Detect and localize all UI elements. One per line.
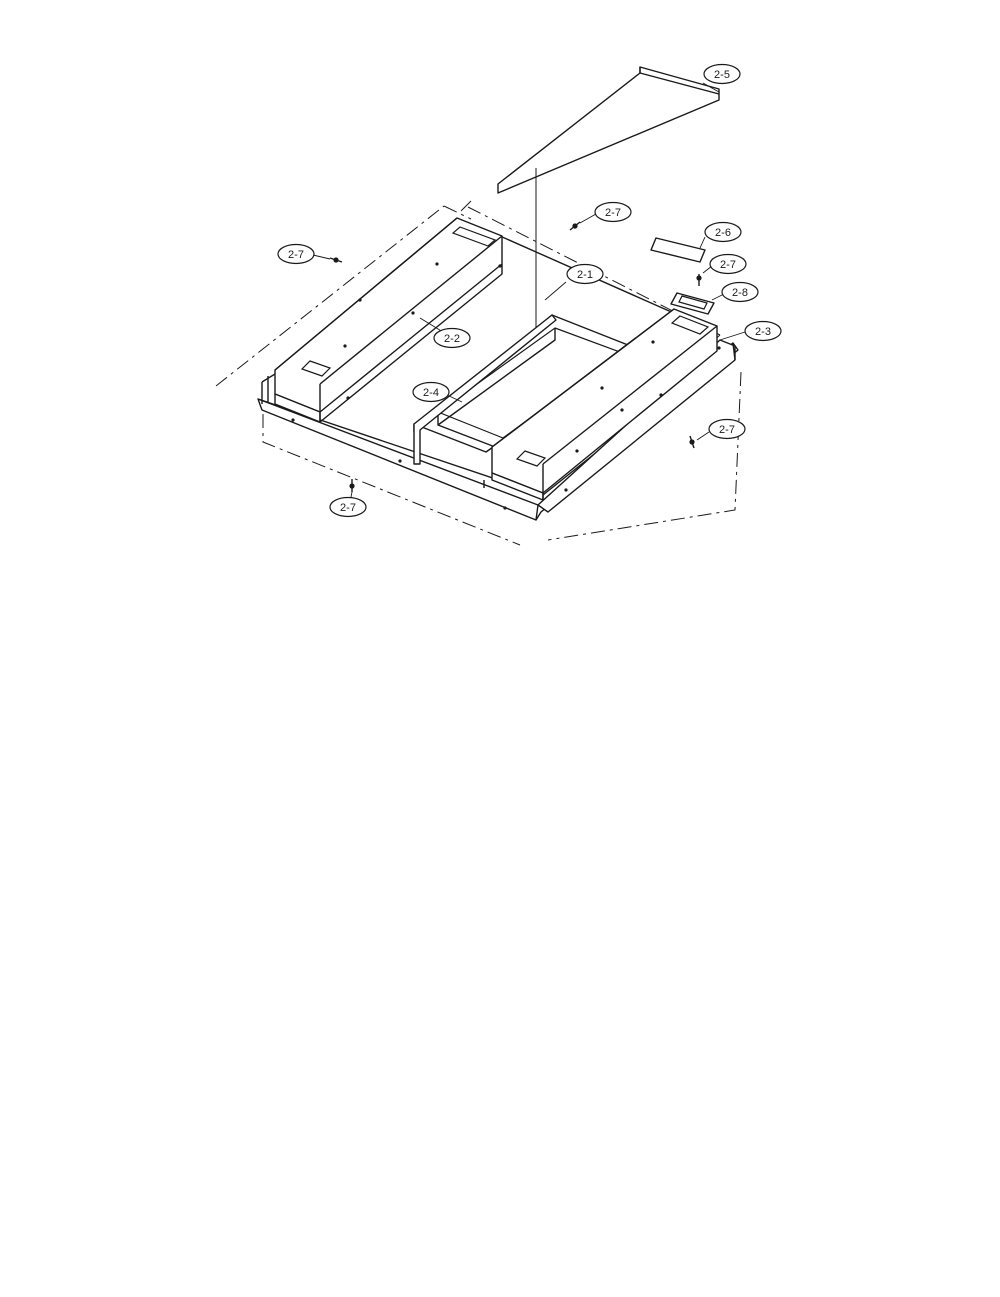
screw-icon xyxy=(349,479,355,492)
callout-label: 2-6 xyxy=(715,227,731,239)
callout-2-7: 2-7 xyxy=(594,201,632,223)
callout-2-3: 2-3 xyxy=(744,320,782,342)
callout-label: 2-4 xyxy=(423,387,439,399)
callout-2-5: 2-5 xyxy=(703,63,741,85)
callout-2-7: 2-7 xyxy=(329,496,367,518)
callout-label: 2-5 xyxy=(714,69,730,81)
callout-label: 2-7 xyxy=(605,207,621,219)
callout-2-1: 2-1 xyxy=(566,263,604,285)
part-2-5-top-bar xyxy=(497,66,720,194)
part-2-2-left-channel xyxy=(261,217,503,423)
callout-2-6: 2-6 xyxy=(704,221,742,243)
part-2-6-plate xyxy=(650,237,706,263)
callout-label: 2-1 xyxy=(577,269,593,281)
screw-icons xyxy=(329,221,702,492)
callout-2-2: 2-2 xyxy=(433,327,471,349)
callout-label: 2-7 xyxy=(340,502,356,514)
callout-2-7: 2-7 xyxy=(277,243,315,265)
callout-2-7: 2-7 xyxy=(708,418,746,440)
callout-label: 2-2 xyxy=(444,333,460,345)
callout-label: 2-7 xyxy=(719,424,735,436)
part-2-2-right-channel xyxy=(483,308,718,501)
screw-icon xyxy=(569,221,581,231)
callout-label: 2-7 xyxy=(288,249,304,261)
rivet-dots xyxy=(291,262,721,510)
part-2-4-divider xyxy=(413,314,557,465)
part-2-8-bracket xyxy=(670,292,715,315)
leader-lines xyxy=(312,82,746,498)
screw-icon xyxy=(329,257,343,263)
screw-icon xyxy=(696,274,702,286)
callout-label: 2-7 xyxy=(720,259,736,271)
callout-label: 2-8 xyxy=(732,287,748,299)
screw-icon xyxy=(689,435,695,449)
callout-label: 2-3 xyxy=(755,326,771,338)
callout-2-4: 2-4 xyxy=(412,381,450,403)
callout-2-8: 2-8 xyxy=(721,281,759,303)
callout-2-7: 2-7 xyxy=(709,253,747,275)
